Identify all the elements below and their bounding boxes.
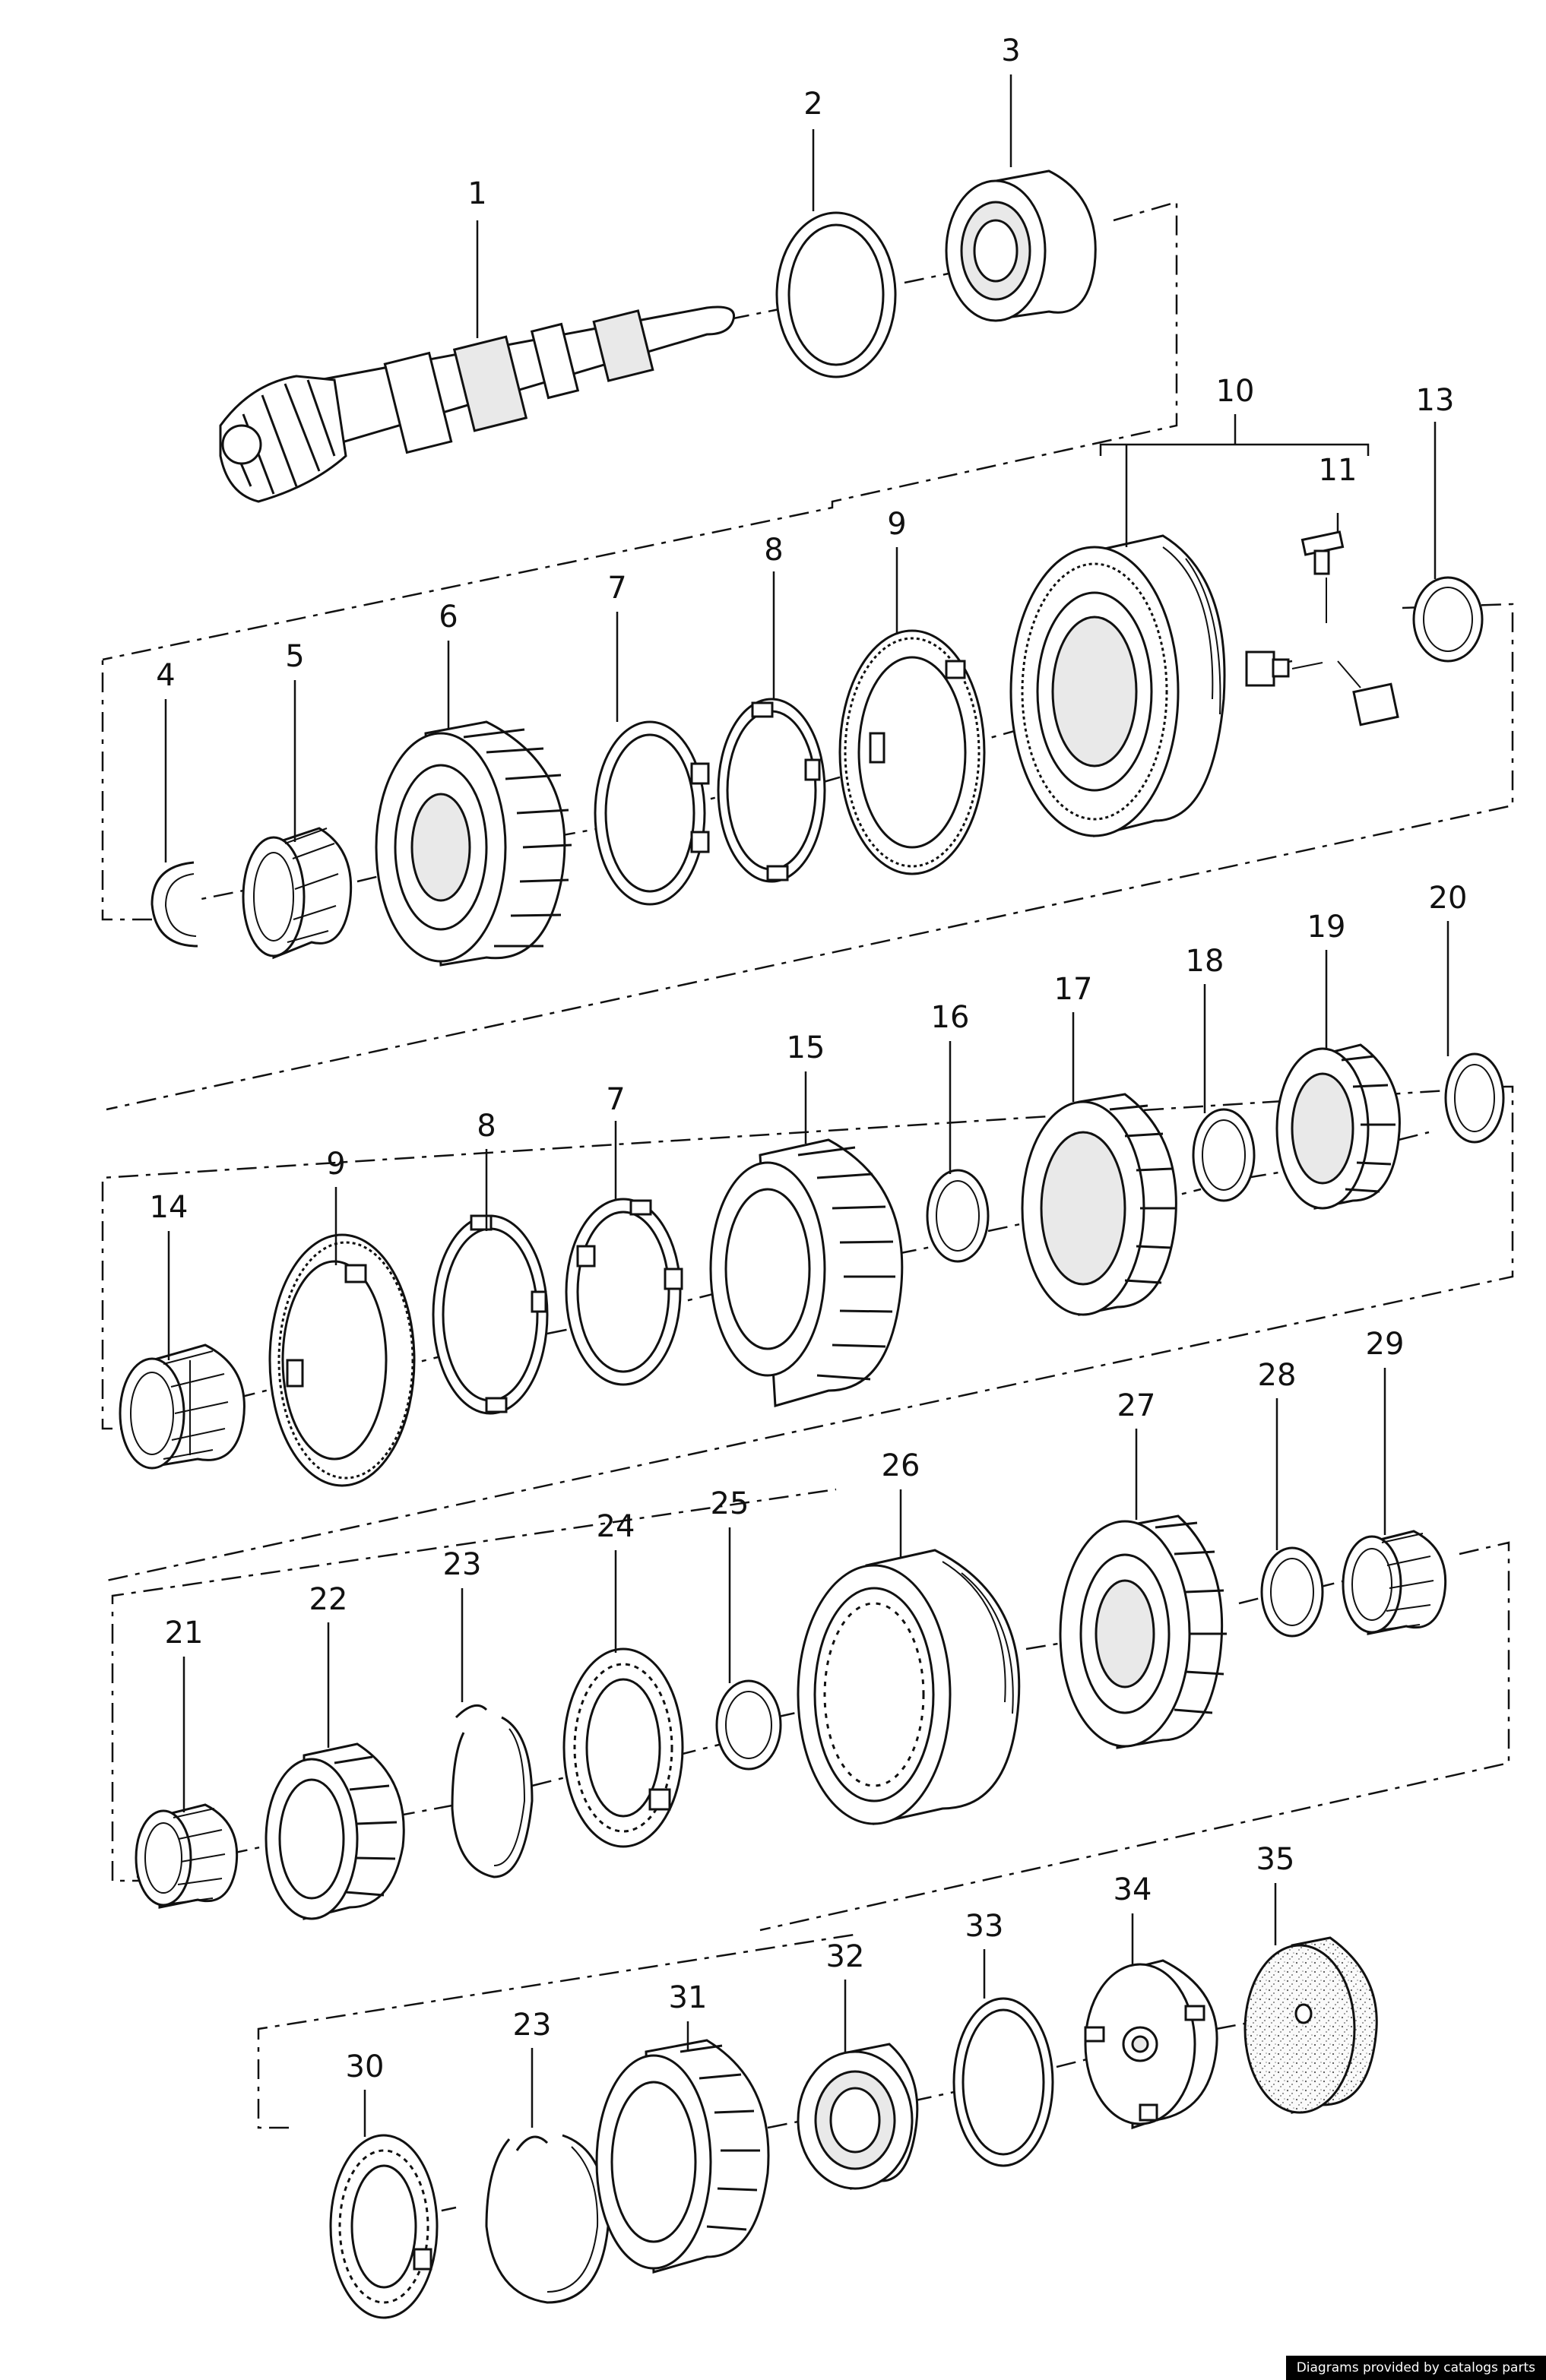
part-19-gear[interactable] bbox=[1275, 1043, 1401, 1210]
part-7-synchro-ring[interactable] bbox=[565, 1198, 683, 1386]
part-23-circlip[interactable] bbox=[485, 2134, 610, 2304]
row-1-group bbox=[102, 169, 1178, 661]
callout-3: 3 bbox=[1001, 33, 1020, 68]
callout-32: 32 bbox=[826, 1939, 865, 1974]
part-2-seal-ring[interactable] bbox=[775, 211, 897, 378]
row-1-bracket bbox=[102, 201, 1178, 661]
part-6-gear[interactable] bbox=[375, 720, 572, 967]
part-18-snap-ring[interactable] bbox=[1192, 1108, 1256, 1202]
callout-21: 21 bbox=[165, 1616, 204, 1650]
part-16-snap-ring[interactable] bbox=[926, 1169, 990, 1263]
row-3-group bbox=[101, 1043, 1514, 1582]
part-35-filter-disc[interactable] bbox=[1243, 1936, 1378, 2114]
part-9-synchro-ring-toothed[interactable] bbox=[838, 629, 986, 875]
callout-leaders bbox=[164, 74, 1449, 2137]
part-30-synchro-ring[interactable] bbox=[329, 2134, 439, 2319]
part-33-shim-ring[interactable] bbox=[952, 1997, 1054, 2167]
row-4-group bbox=[111, 1488, 1510, 1932]
callout-9-row2: 9 bbox=[887, 507, 906, 542]
callout-11: 11 bbox=[1319, 453, 1358, 488]
part-1-pinion-shaft[interactable] bbox=[219, 305, 736, 503]
part-17-gear[interactable] bbox=[1021, 1093, 1177, 1316]
part-4-snap-ring[interactable] bbox=[150, 861, 198, 948]
row-5-bracket bbox=[257, 1932, 860, 2129]
part-29-needle-bearing[interactable] bbox=[1342, 1530, 1447, 1635]
callout-34: 34 bbox=[1114, 1872, 1152, 1907]
callout-9-row3: 9 bbox=[326, 1147, 345, 1182]
callout-33: 33 bbox=[965, 1909, 1004, 1944]
part-20-snap-ring[interactable] bbox=[1444, 1052, 1505, 1144]
callout-19: 19 bbox=[1307, 910, 1346, 945]
part-21-needle-bearing[interactable] bbox=[135, 1803, 239, 1909]
callout-27: 27 bbox=[1117, 1388, 1156, 1423]
callout-30: 30 bbox=[346, 2049, 385, 2084]
part-9-synchro-ring-toothed[interactable] bbox=[268, 1233, 416, 1487]
part-23-circlip[interactable] bbox=[451, 1704, 534, 1878]
callout-7-row3: 7 bbox=[606, 1082, 625, 1117]
callout-35: 35 bbox=[1256, 1842, 1295, 1877]
callout-28: 28 bbox=[1258, 1358, 1297, 1393]
part-8-inner-ring[interactable] bbox=[432, 1214, 549, 1415]
callout-5: 5 bbox=[285, 639, 304, 674]
part-22-gear-with-hub[interactable] bbox=[265, 1742, 405, 1920]
part-26-synchronizer-sleeve[interactable] bbox=[797, 1549, 1021, 1825]
part-11-detent-pieces[interactable] bbox=[1245, 530, 1399, 726]
callout-14: 14 bbox=[150, 1190, 188, 1225]
callout-13: 13 bbox=[1416, 383, 1455, 418]
callout-18: 18 bbox=[1186, 944, 1224, 979]
part-28-snap-ring[interactable] bbox=[1260, 1546, 1324, 1638]
part-5-needle-bearing[interactable] bbox=[242, 827, 353, 960]
callout-6: 6 bbox=[439, 600, 458, 635]
row-2-group bbox=[101, 530, 1514, 1111]
row-5-group bbox=[257, 1932, 1378, 2319]
callout-23-row4: 23 bbox=[443, 1547, 482, 1582]
part-8-inner-ring[interactable] bbox=[717, 698, 826, 883]
callout-8-row2: 8 bbox=[764, 533, 783, 568]
callout-4: 4 bbox=[156, 658, 175, 693]
callout-16: 16 bbox=[931, 1000, 970, 1035]
callout-10: 10 bbox=[1216, 374, 1255, 409]
callout-numbers: 1 2 3 4 5 6 7 8 9 10 11 13 14 9 8 7 15 1… bbox=[150, 33, 1468, 2084]
callout-17: 17 bbox=[1054, 972, 1093, 1007]
callout-7-row2: 7 bbox=[607, 571, 626, 606]
callout-1: 1 bbox=[467, 176, 486, 211]
part-34-hub-disc[interactable] bbox=[1084, 1959, 1218, 2130]
callout-2: 2 bbox=[803, 87, 822, 122]
credit-label: Diagrams provided by catalogs parts bbox=[1285, 2356, 1546, 2380]
part-14-needle-bearing[interactable] bbox=[119, 1343, 246, 1470]
callout-24: 24 bbox=[597, 1509, 635, 1544]
part-31-gear-with-hub[interactable] bbox=[595, 2039, 770, 2274]
part-7-synchro-ring[interactable] bbox=[594, 720, 710, 906]
part-32-ball-bearing[interactable] bbox=[797, 2043, 919, 2190]
part-25-snap-ring[interactable] bbox=[715, 1679, 782, 1771]
callout-15: 15 bbox=[787, 1030, 825, 1065]
callout-29: 29 bbox=[1366, 1327, 1405, 1362]
callout-20: 20 bbox=[1429, 881, 1468, 916]
callout-8-row3: 8 bbox=[477, 1109, 496, 1144]
part-27-gear[interactable] bbox=[1059, 1514, 1227, 1749]
part-3-ball-bearing[interactable] bbox=[945, 169, 1097, 322]
callout-31: 31 bbox=[669, 1980, 708, 2015]
callout-23-row5: 23 bbox=[513, 2008, 552, 2043]
part-15-gear-with-hub[interactable] bbox=[709, 1138, 904, 1407]
callout-22: 22 bbox=[309, 1582, 348, 1617]
callout-25: 25 bbox=[711, 1486, 749, 1521]
row-3-bracket bbox=[101, 1085, 1514, 1582]
part-10-synchronizer-sleeve[interactable] bbox=[1009, 534, 1226, 837]
part-13-snap-ring[interactable] bbox=[1412, 576, 1484, 663]
callout-26: 26 bbox=[882, 1448, 920, 1483]
part-24-synchro-ring[interactable] bbox=[562, 1647, 684, 1848]
row-4-bracket bbox=[111, 1488, 1510, 1932]
